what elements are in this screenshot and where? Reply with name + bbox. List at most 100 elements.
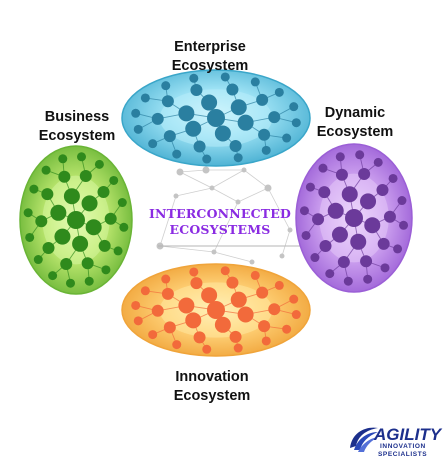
- dynamic-node: [363, 274, 373, 284]
- enterprise-node: [151, 112, 164, 125]
- innovation-node: [226, 276, 239, 289]
- enterprise-node: [133, 124, 143, 134]
- business-node: [77, 152, 87, 162]
- business-node: [54, 228, 71, 245]
- innovation-node: [258, 320, 271, 333]
- business-node: [23, 208, 33, 218]
- innovation-node: [237, 306, 254, 323]
- business-node: [81, 257, 94, 270]
- central-node: [235, 199, 241, 205]
- enterprise-node: [256, 93, 269, 106]
- dynamic-node: [376, 183, 389, 196]
- central-node: [241, 167, 247, 173]
- innovation-node: [190, 277, 203, 290]
- business-node: [41, 188, 54, 201]
- innovation-node: [230, 291, 247, 308]
- dynamic-node: [373, 157, 383, 167]
- dynamic-node: [318, 186, 331, 199]
- innovation-node: [193, 331, 206, 344]
- business-node: [42, 242, 55, 255]
- enterprise-node: [201, 94, 218, 111]
- business-node: [98, 239, 111, 252]
- business-node: [101, 265, 111, 275]
- dynamic-node: [305, 182, 315, 192]
- central-node: [211, 249, 217, 255]
- enterprise-node: [131, 108, 141, 118]
- innovation-node: [161, 287, 174, 300]
- innovation-node: [233, 343, 243, 353]
- enterprise-node: [178, 105, 195, 122]
- business-node: [33, 255, 43, 265]
- central-link: [179, 169, 207, 173]
- innovation-node: [189, 267, 199, 277]
- dynamic-node: [360, 193, 377, 210]
- central-link: [211, 169, 245, 189]
- innovation-node: [274, 280, 284, 290]
- innovation-node: [161, 274, 171, 284]
- center-title: INTERCONNECTED ECOSYSTEMS: [148, 206, 292, 237]
- central-link: [175, 187, 213, 197]
- central-link: [213, 251, 253, 263]
- central-node: [209, 185, 215, 191]
- dynamic-node: [335, 152, 345, 162]
- business-node: [65, 278, 75, 288]
- business-node: [113, 246, 123, 256]
- dynamic-ecosystem-cluster: [295, 143, 413, 293]
- business-node: [41, 165, 51, 175]
- enterprise-node: [230, 99, 247, 116]
- innovation-node: [178, 297, 195, 314]
- enterprise-node: [140, 93, 150, 103]
- enterprise-node: [148, 139, 158, 149]
- enterprise-node: [193, 140, 206, 153]
- swoosh-icon: [350, 427, 378, 452]
- dynamic-node: [327, 202, 344, 219]
- business-node: [79, 169, 92, 182]
- business-node: [84, 276, 94, 286]
- logo-main-text: AGILITY: [373, 425, 443, 444]
- central-node: [264, 184, 272, 192]
- central-link: [267, 187, 291, 231]
- enterprise-node: [161, 81, 171, 91]
- innovation-ecosystem-cluster: [121, 263, 311, 357]
- dynamic-node: [364, 217, 381, 234]
- dynamic-node: [299, 206, 309, 216]
- dynamic-node: [318, 163, 328, 173]
- dynamic-node: [312, 213, 325, 226]
- business-node: [85, 219, 102, 236]
- dynamic-node: [388, 173, 398, 183]
- innovation-node: [172, 340, 182, 350]
- dynamic-node: [337, 256, 350, 269]
- central-network: [156, 166, 300, 265]
- innovation-node: [140, 286, 150, 296]
- enterprise-node: [282, 133, 292, 143]
- central-node: [173, 193, 179, 199]
- innovation-node: [256, 286, 269, 299]
- innovation-node: [201, 287, 218, 304]
- business-node: [104, 212, 117, 225]
- innovation-node: [282, 324, 292, 334]
- dynamic-node: [310, 253, 320, 263]
- central-link: [281, 229, 291, 257]
- business-node: [94, 159, 104, 169]
- dynamic-node: [380, 263, 390, 273]
- dynamic-node: [383, 210, 396, 223]
- enterprise-node: [258, 128, 271, 141]
- central-link: [237, 187, 269, 203]
- dynamic-node: [331, 226, 348, 243]
- dynamic-node: [397, 196, 407, 206]
- innovation-node: [291, 310, 301, 320]
- business-node: [119, 222, 129, 232]
- business-node: [29, 184, 39, 194]
- business-node: [48, 271, 58, 281]
- business-node: [109, 175, 119, 185]
- business-ecosystem-cluster: [19, 145, 133, 295]
- dynamic-node: [377, 237, 390, 250]
- business-node: [63, 188, 80, 205]
- business-node: [58, 170, 71, 183]
- central-link: [179, 171, 213, 189]
- enterprise-node: [226, 83, 239, 96]
- business-node: [60, 258, 73, 271]
- enterprise-node: [237, 114, 254, 131]
- enterprise-node: [274, 87, 284, 97]
- business-node: [72, 235, 89, 252]
